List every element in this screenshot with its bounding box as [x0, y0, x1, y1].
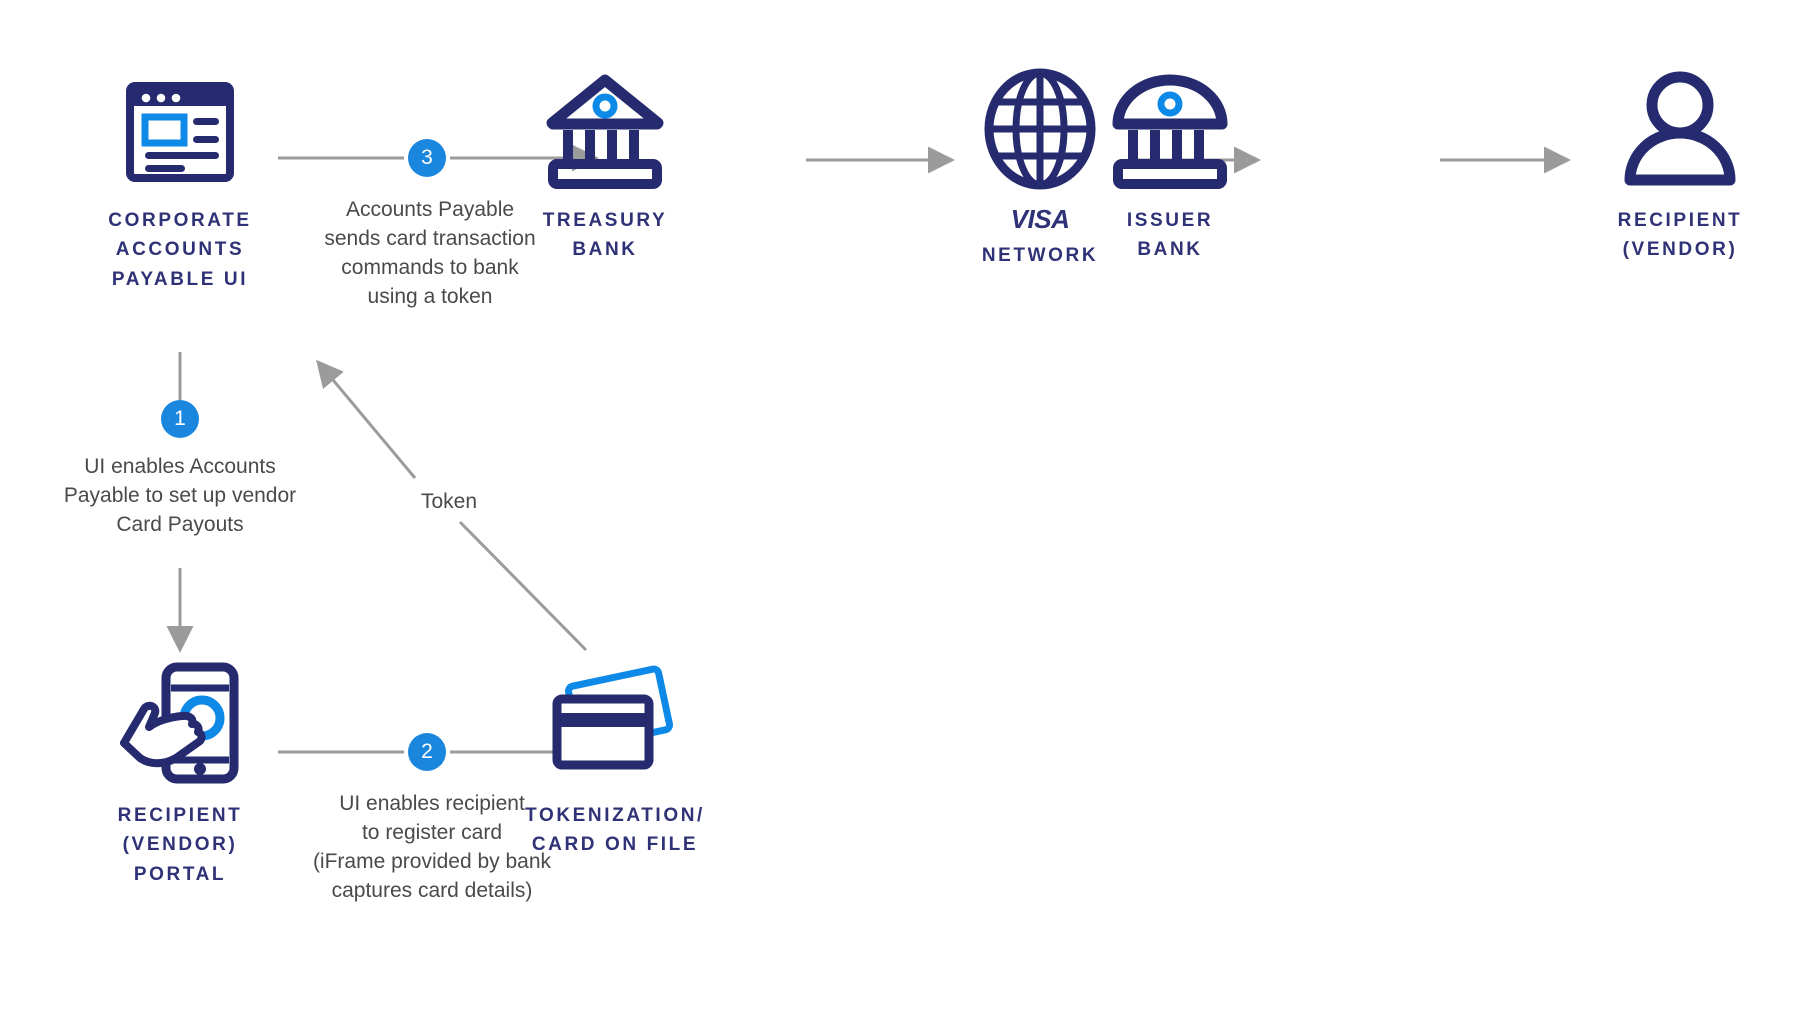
node-label-treasury-bank: TREASURY BANK [542, 210, 668, 261]
node-label-tokenization-card-on-file: TOKENIZATION/ CARD ON FILE [525, 805, 705, 856]
step-text-1: UI enables Accounts Payable to set up ve… [63, 455, 297, 536]
bank-pediment-icon [485, 60, 725, 190]
node-label-corporate-ap-ui: CORPORATE ACCOUNTS PAYABLE UI [108, 210, 252, 290]
connector-token-lower [458, 520, 588, 652]
visa-wordmark: VISA [1010, 204, 1070, 234]
node-corporate-ap-ui[interactable]: CORPORATE ACCOUNTS PAYABLE UI [60, 60, 300, 294]
mobile-tap-icon [60, 655, 300, 785]
step-text-2: UI enables recipient to register card (i… [312, 792, 552, 902]
step-badge-2: 2 [408, 733, 446, 771]
person-icon [1560, 60, 1795, 190]
bank-dome-icon [1050, 60, 1290, 190]
step-text-3: Accounts Payable sends card transaction … [324, 198, 536, 308]
globe-icon [920, 60, 1160, 190]
node-visa-network[interactable]: VISA NETWORK [920, 60, 1160, 270]
node-label-visa-network: NETWORK [981, 245, 1099, 266]
node-recipient-vendor-portal[interactable]: RECIPIENT (VENDOR) PORTAL [60, 655, 300, 889]
credit-cards-icon [495, 655, 735, 785]
edge-label-token: Token [414, 488, 485, 516]
step-badge-1: 1 [161, 400, 199, 438]
node-label-recipient-vendor: RECIPIENT (VENDOR) [1617, 210, 1743, 261]
browser-window-icon [60, 60, 300, 190]
node-issuer-bank[interactable]: ISSUER BANK [1050, 60, 1290, 265]
node-label-recipient-vendor-portal: RECIPIENT (VENDOR) PORTAL [117, 805, 243, 885]
node-recipient-vendor[interactable]: RECIPIENT (VENDOR) [1560, 60, 1795, 265]
node-tokenization-card-on-file[interactable]: TOKENIZATION/ CARD ON FILE [495, 655, 735, 860]
step-badge-3: 3 [408, 139, 446, 177]
node-treasury-bank[interactable]: TREASURY BANK [485, 60, 725, 265]
node-label-issuer-bank: ISSUER BANK [1126, 210, 1214, 261]
